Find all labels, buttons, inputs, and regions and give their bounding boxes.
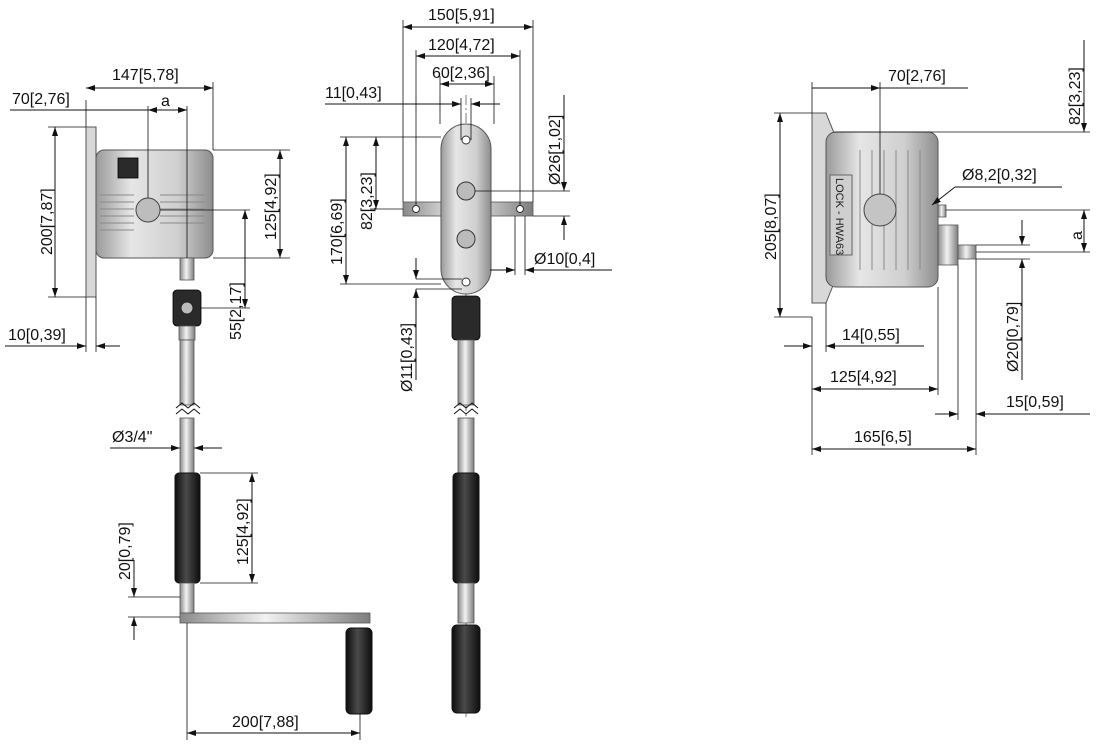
dim-205: 205[8,07]	[763, 193, 780, 260]
dim-dia-26: Ø26[1,02]	[547, 115, 564, 185]
side-tube-upper	[457, 339, 475, 406]
front-collar	[179, 582, 195, 614]
front-crank-arm	[179, 612, 371, 624]
top-shaft-collar	[937, 224, 959, 266]
front-tube-lower	[179, 417, 195, 474]
side-collar	[457, 582, 475, 624]
front-mounting-plate	[85, 126, 97, 298]
top-body-label: LOCK - HWA63	[833, 178, 845, 255]
dim-70-front: 70[2,76]	[12, 91, 70, 108]
side-oval-plate	[440, 123, 492, 295]
dim-10: 10[0,39]	[8, 327, 66, 344]
side-grip	[452, 472, 480, 584]
side-ujoint	[451, 295, 481, 341]
dim-165: 165[6,5]	[854, 429, 912, 446]
dim-60: 60[2,36]	[432, 65, 490, 82]
dim-3-4-inch: Ø3/4"	[112, 429, 152, 446]
front-ujoint-upper	[179, 257, 195, 281]
dim-20-collar: 20[0,79]	[117, 522, 134, 580]
dim-dia-20: Ø20[0,79]	[1005, 302, 1022, 372]
dim-120: 120[4,72]	[428, 37, 495, 54]
dim-55: 55[2,17]	[228, 282, 245, 340]
dim-170: 170[6,69]	[329, 198, 346, 265]
dim-150: 150[5,91]	[428, 7, 495, 24]
front-tube-break	[175, 402, 201, 415]
front-gearbox-ribs	[100, 194, 205, 231]
dim-200-front: 200[7,87]	[39, 188, 56, 255]
dim-125-top: 125[4,92]	[830, 369, 897, 386]
dim-dia-10: Ø10[0,4]	[534, 251, 595, 268]
front-crank-handle	[345, 627, 373, 715]
dim-82-top: 82[3,23]	[1067, 67, 1084, 125]
dim-147: 147[5,78]	[112, 67, 179, 84]
dim-125-grip: 125[4,92]	[235, 498, 252, 565]
dim-15: 15[0,59]	[1006, 394, 1064, 411]
side-view: 150[5,91] 120[4,72] 60[2,36] 11[0,43] Ø2…	[325, 7, 612, 720]
front-ujoint-lower	[178, 325, 196, 341]
dim-dia-8-2: Ø8,2[0,32]	[962, 167, 1037, 184]
front-shaft-boss	[135, 197, 161, 223]
top-pin	[937, 204, 947, 218]
top-shaft	[957, 244, 977, 260]
side-hub-upper	[456, 181, 476, 201]
top-view: LOCK - HWA63 82[3,23] 70[2,76] Ø8,2[0,32…	[763, 40, 1090, 455]
side-tube-lower	[457, 417, 475, 474]
dim-125-body: 125[4,92]	[263, 173, 280, 240]
dim-dia-11: Ø11[0,43]	[399, 323, 416, 392]
side-crank-handle	[451, 624, 481, 714]
dim-82-side: 82[3,23]	[359, 172, 376, 230]
dim-70-top: 70[2,76]	[888, 68, 946, 85]
front-tube-upper	[179, 339, 195, 406]
dim-14: 14[0,55]	[842, 327, 900, 344]
front-view: 147[5,78] 70[2,76] a 200[7,87] 125[4,92]…	[5, 67, 373, 740]
side-hub-lower	[456, 229, 476, 249]
front-grip	[174, 472, 201, 584]
dim-a-top: a	[1069, 231, 1086, 240]
dim-11: 11[0,43]	[325, 85, 382, 102]
dim-a-front: a	[161, 93, 170, 110]
top-shaft-boss	[863, 193, 897, 227]
front-label-plate	[117, 157, 139, 179]
dim-200-crank: 200[7,88]	[232, 714, 299, 731]
